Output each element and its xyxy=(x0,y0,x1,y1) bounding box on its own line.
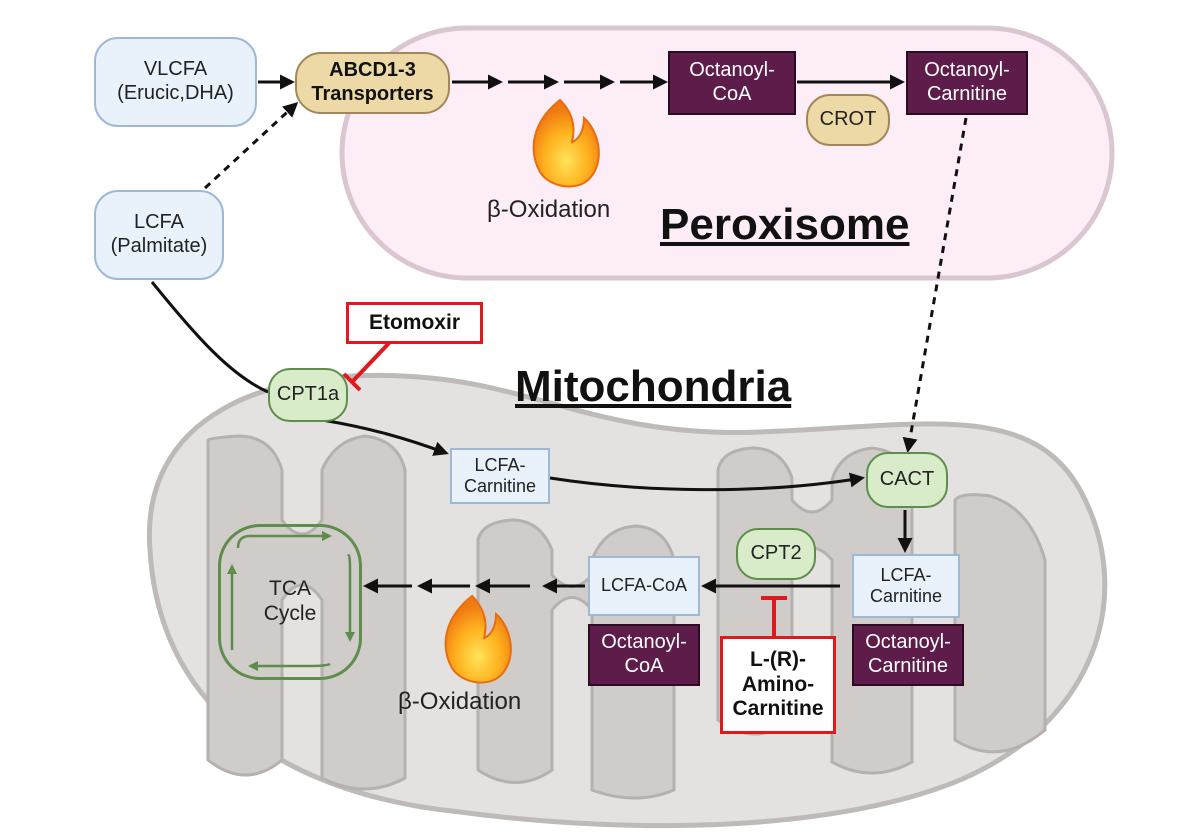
vlcfa-label-line1: VLCFA xyxy=(143,58,208,81)
arrow-octanoyl-carnitine-to-cact xyxy=(902,117,968,453)
lcfa-label-line1: LCFA xyxy=(133,211,185,234)
mito-octanoyl-coa-line2: CoA xyxy=(624,655,664,677)
cpt1a-node: CPT1a xyxy=(268,368,348,422)
perox-flame-icon xyxy=(532,98,600,188)
arrow-cpt1a-to-lcfa-carnitine xyxy=(321,418,449,456)
etomoxir-node: Etomoxir xyxy=(346,302,483,344)
mito-beta-oxidation-label: β-Oxidation xyxy=(398,688,522,715)
cact-node: CACT xyxy=(866,452,948,508)
lcfa-carnitine-inner-line1: LCFA- xyxy=(880,564,932,585)
crot-node: CROT xyxy=(806,94,890,146)
mito-octanoyl-coa-node: Octanoyl- CoA xyxy=(588,624,700,686)
aminocarnitine-line3: Carnitine xyxy=(732,697,824,721)
mitochondria-title: Mitochondria xyxy=(515,362,792,411)
vlcfa-label-line2: (Erucic,DHA) xyxy=(117,82,234,104)
abcd-label-line2: Transporters xyxy=(311,83,434,105)
lcfa-node: LCFA (Palmitate) xyxy=(94,190,224,280)
arrow-lcfa-to-cpt1a xyxy=(150,281,269,394)
tca-label-line2: Cycle xyxy=(263,602,317,625)
perox-octanoyl-coa-line2: CoA xyxy=(712,83,752,105)
etomoxir-inhibition-bar-icon xyxy=(342,340,392,392)
perox-octanoyl-carnitine-line2: Carnitine xyxy=(926,83,1008,105)
tca-label-line1: TCA xyxy=(269,577,311,601)
aminocarnitine-line1: L-(R)- xyxy=(750,647,806,671)
mito-octanoyl-carnitine-node: Octanoyl- Carnitine xyxy=(852,624,964,686)
abcd-transporters-node: ABCD1-3 Transporters xyxy=(295,52,450,114)
tca-cycle-node: TCA Cycle xyxy=(218,524,362,680)
cpt2-node: CPT2 xyxy=(736,528,816,580)
mito-flame-icon xyxy=(444,594,512,684)
mito-octanoyl-carnitine-line2: Carnitine xyxy=(867,655,949,677)
aminocarnitine-line2: Amino- xyxy=(741,672,815,696)
lcfa-carnitine-inner-node: LCFA- Carnitine xyxy=(852,554,960,618)
perox-octanoyl-carnitine-node: Octanoyl- Carnitine xyxy=(906,51,1028,115)
lcfa-carnitine-outer-line1: LCFA- xyxy=(474,454,526,475)
lcfa-coa-node: LCFA-CoA xyxy=(588,556,700,616)
aminocarnitine-node: L-(R)- Amino- Carnitine xyxy=(720,636,836,734)
perox-beta-oxidation-label: β-Oxidation xyxy=(487,196,611,223)
perox-octanoyl-coa-node: Octanoyl- CoA xyxy=(668,51,796,115)
vlcfa-node: VLCFA (Erucic,DHA) xyxy=(94,37,257,127)
abcd-label-line1: ABCD1-3 xyxy=(329,59,416,82)
lcfa-carnitine-outer-line2: Carnitine xyxy=(463,476,537,496)
perox-octanoyl-carnitine-line1: Octanoyl- xyxy=(924,59,1010,82)
lcfa-label-line2: (Palmitate) xyxy=(110,235,208,257)
peroxisome-title: Peroxisome xyxy=(660,200,910,249)
mito-octanoyl-coa-line1: Octanoyl- xyxy=(601,631,687,654)
mito-octanoyl-carnitine-line1: Octanoyl- xyxy=(865,631,951,654)
perox-octanoyl-coa-line1: Octanoyl- xyxy=(689,59,775,82)
aminocarnitine-inhibition-bar-icon xyxy=(761,596,787,636)
lcfa-carnitine-outer-node: LCFA- Carnitine xyxy=(450,448,550,504)
lcfa-carnitine-inner-line2: Carnitine xyxy=(869,586,943,606)
arrow-lcfa-carnitine-to-cact xyxy=(549,472,865,492)
